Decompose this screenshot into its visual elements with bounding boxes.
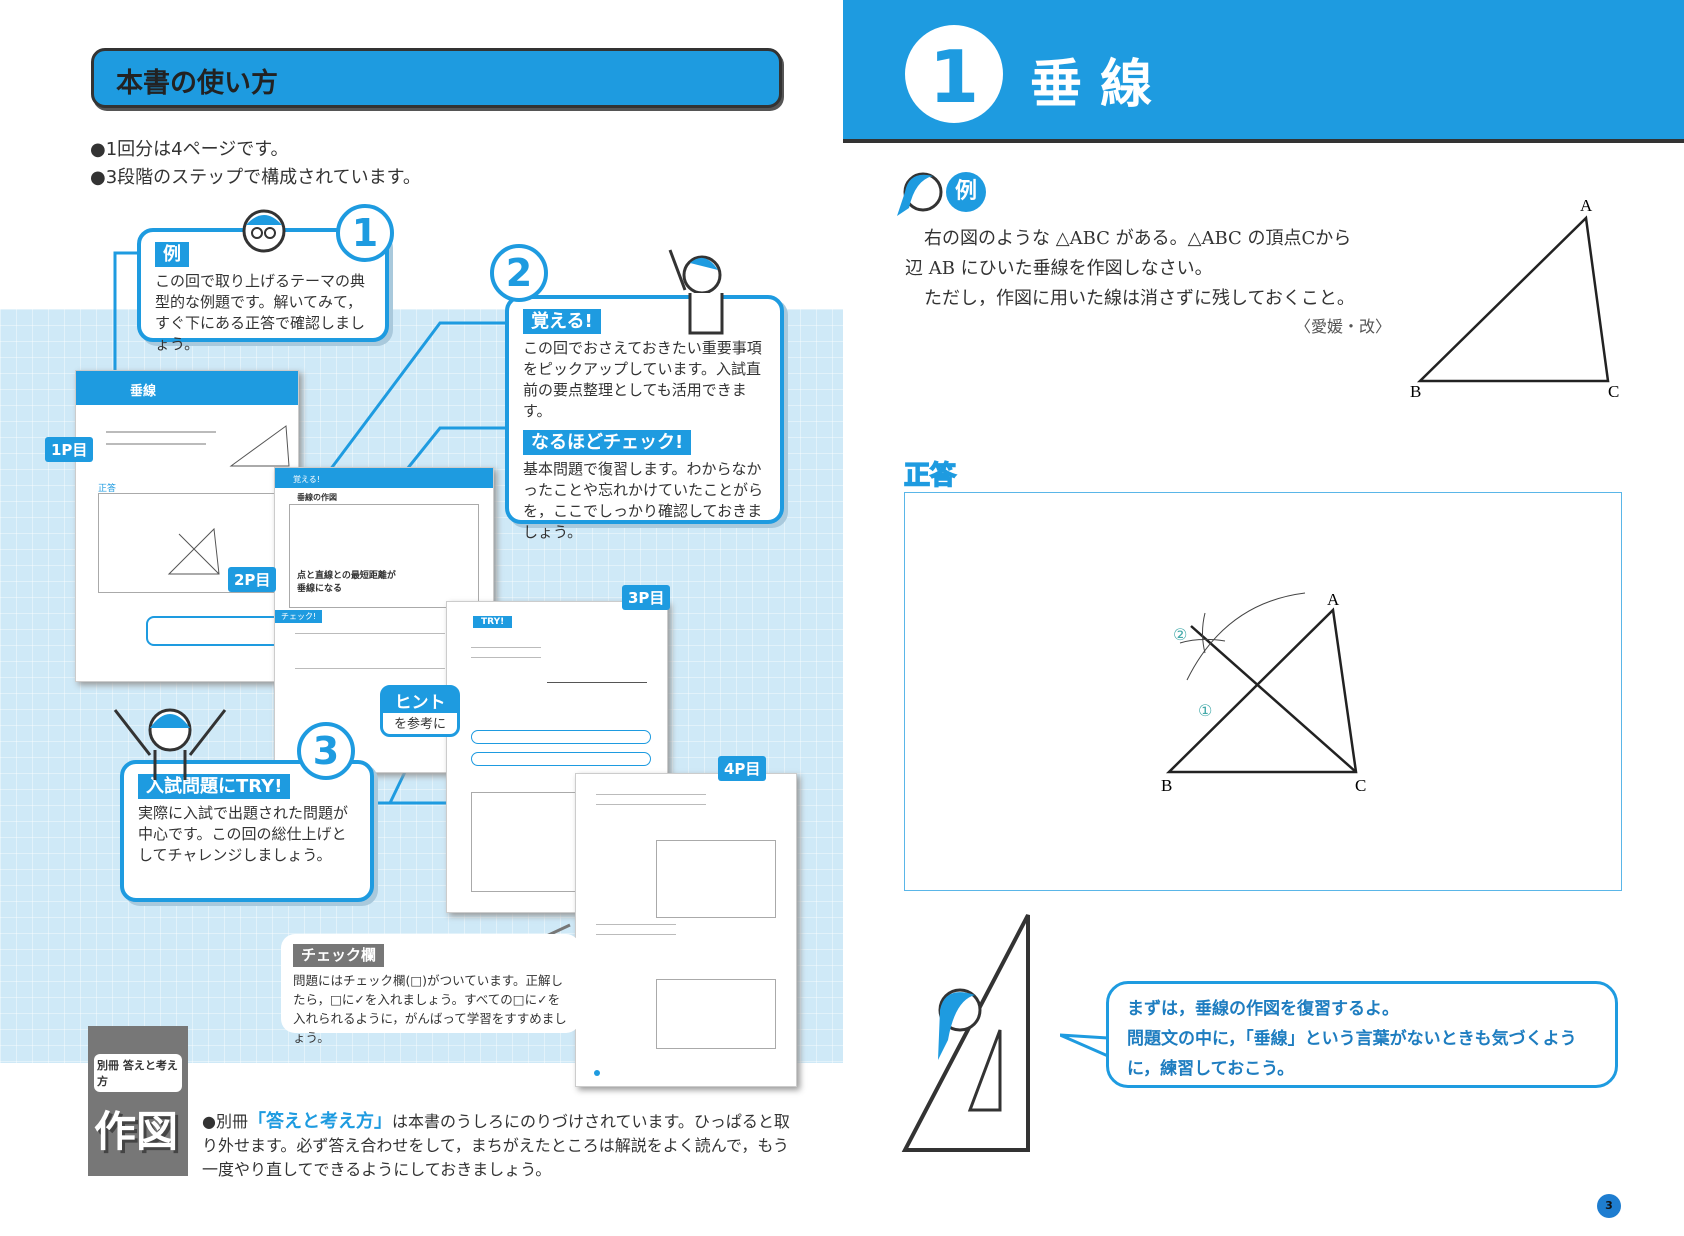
mark-1: ① [1198,701,1212,720]
step-2-text-2: 基本問題で復習します。わからなかったことや忘れかけていたことがらを，ここでしっか… [523,460,764,541]
answer-box: A B C ② ① [904,492,1622,891]
hint-title: ヒント [383,688,457,713]
mini-page-2-tag: 覚える! [293,474,320,485]
page-label-3: 3P目 [622,585,671,610]
page-label-1: 1P目 [45,437,94,462]
mini-page-1: 垂線 正答 [75,370,299,682]
mini-page-1-tag: 正答 [98,484,117,494]
bessatsu-cover-title: 別冊 答えと考え方 [94,1054,182,1092]
vertex-c-label: C [1608,382,1619,401]
problem-line-2: 辺 AB にひいた垂線を作図しなさい。 [905,258,1213,279]
answer-construction-figure: A B C ② ① [1161,590,1366,795]
vertex-a-label: A [1580,196,1593,215]
problem-line-1: 右の図のような △ABC がある。△ABC の頂点Cから [924,228,1352,249]
hint-callout: ヒント を参考に [380,685,460,737]
bessatsu-prefix: ●別冊 [202,1112,248,1131]
step-2-box: 覚える! この回でおさえておきたい重要事項をピックアップしています。入試直前の要… [505,295,784,541]
example-tag: 例 [946,172,986,212]
page-label-2: 2P目 [228,567,277,592]
mini-page-2-title: 垂線の作図 [297,493,337,502]
step-3-text: 実際に入試で出題された問題が中心です。この回の総仕上げとしてチャレンジしましょう… [138,804,349,864]
chapter-number-badge: 1 [905,25,1003,123]
step-1-text: この回で取り上げるテーマの典型的な例題です。解いてみて，すぐ下にある正答で確認し… [155,272,366,353]
glasses-character-icon [242,209,286,253]
bessatsu-highlight: 「答えと考え方」 [247,1111,392,1132]
problem-triangle-figure: A B C [1410,196,1619,401]
check-column-box: チェック欄 問題にはチェック欄(□)がついています。正解したら，□に✓を入れまし… [281,934,580,1045]
mini-page-4 [575,773,797,1087]
mini-page-3-try: TRY! [473,616,513,628]
bubble-line-2: 問題文の中に，「垂線」という言葉がないときも気づくよう [1127,1029,1577,1049]
step-2-tag-2: なるほどチェック! [523,430,692,455]
speech-bubble: まずは，垂線の作図を復習するよ。 問題文の中に，「垂線」という言葉がないときも気… [1106,981,1618,1088]
bullet-2: ●3段階のステップで構成されています。 [90,167,421,188]
mini-page-2-note: 点と直線との最短距離が垂線になる [297,571,396,594]
page-number: 3 [1597,1194,1621,1218]
page-label-4: 4P目 [718,756,767,781]
step-2-tag-1: 覚える! [523,309,601,334]
problem-line-3: ただし，作図に用いた線は消さずに残しておくこと。 [924,288,1355,309]
check-column-text: 問題にはチェック欄(□)がついています。正解したら，□に✓を入れましょう。すべて… [293,973,567,1045]
vertex-b-label: B [1410,382,1421,401]
hint-sub: を参考に [393,717,446,732]
answer-vertex-b: B [1161,776,1172,795]
step-1-tag: 例 [155,242,189,267]
step-1-number: 1 [336,204,394,262]
bullet-1: ●1回分は4ページです。 [90,139,289,160]
answer-vertex-c: C [1355,776,1366,795]
step-2-text-1: この回でおさえておきたい重要事項をピックアップしています。入試直前の要点整理とし… [523,339,762,420]
step-3-box: 入試問題にTRY! 実際に入試で出題された問題が中心です。この回の総仕上げとして… [120,760,374,902]
bubble-tail [1060,1033,1109,1058]
step-3-number: 3 [297,722,355,780]
bubble-line-1: まずは，垂線の作図を復習するよ。 [1127,999,1399,1019]
raising-hand-character-icon [668,249,724,335]
triangle-ruler-character-icon [901,914,1030,1152]
girl-character-icon [897,172,943,216]
bessatsu-note: ●別冊「答えと考え方」は本書のうしろにのりづけされています。ひっぱると取り外せま… [202,1110,792,1182]
bessatsu-cover: 別冊 答えと考え方 作図 [88,1026,188,1176]
problem-source: 〈愛媛・改〉 [1295,317,1392,336]
bessatsu-text: は本書のうしろにのりづけされています。ひっぱると取り外せます。必ず答え合わせをし… [202,1112,790,1179]
answer-label: 正答 [903,460,957,492]
answer-vertex-a: A [1327,590,1340,609]
chapter-title: 垂 線 [1030,55,1153,115]
mark-2: ② [1173,625,1187,644]
mini-page-1-title: 垂線 [76,371,298,405]
page-title: 本書の使い方 [91,48,782,108]
mini-page-2-check: チェック! [275,610,323,623]
cheering-character-icon [113,708,227,780]
step-2-number: 2 [490,244,548,302]
check-column-tag: チェック欄 [293,944,385,967]
step-3-tag: 入試問題にTRY! [138,774,291,799]
bessatsu-cover-big: 作図 [94,1107,179,1156]
bubble-line-3: に，練習しておこう。 [1127,1059,1295,1079]
